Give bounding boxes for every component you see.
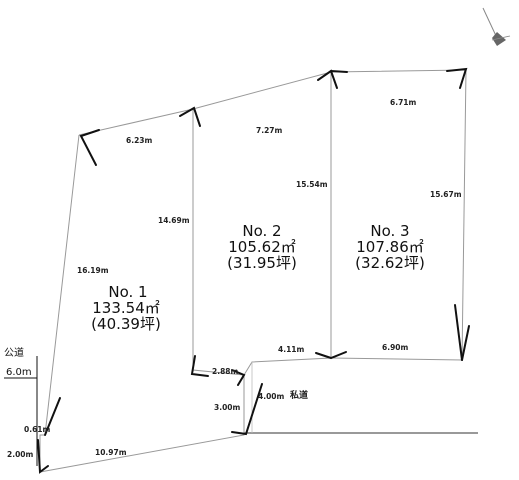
lot3-area-tsubo: (32.62坪) xyxy=(355,254,425,272)
dim-lot3-top: 6.71m xyxy=(390,98,417,107)
dim-lot3-bottom: 6.90m xyxy=(382,343,409,352)
compass-icon xyxy=(482,7,511,46)
lot3-label: No. 3 107.86㎡ (32.62坪) xyxy=(355,222,425,272)
dim-lot1-bottom: 10.97m xyxy=(95,448,127,457)
dim-lot1-bottom-left: 2.00m xyxy=(7,450,34,459)
lot1-name: No. 1 xyxy=(108,283,147,301)
lot1-label: No. 1 133.54㎡ (40.39坪) xyxy=(91,283,161,333)
lot3-area-m2: 107.86㎡ xyxy=(356,238,424,256)
dim-private-road-width: 4.00m xyxy=(258,392,285,401)
dim-lot2-step: 2.88m xyxy=(212,367,239,376)
public-road: 公道 6.0m xyxy=(4,346,38,466)
dimension-labels: 6.23m 16.19m 10.97m 0.61m 2.00m 7.27m 14… xyxy=(7,98,462,459)
lot1-area-tsubo: (40.39坪) xyxy=(91,315,161,333)
public-road-width: 6.0m xyxy=(6,367,32,378)
lot2-area-tsubo: (31.95坪) xyxy=(227,254,297,272)
lot1-boundary xyxy=(39,108,245,473)
lot3-boundary xyxy=(330,69,467,361)
dim-lot1-left: 16.19m xyxy=(77,266,109,275)
lot2-name: No. 2 xyxy=(242,222,281,240)
private-road-label: 私道 xyxy=(289,389,308,401)
lot3-name: No. 3 xyxy=(370,222,409,240)
dim-lot1-corner: 0.61m xyxy=(24,425,51,434)
dim-lot2-left: 14.69m xyxy=(158,216,190,225)
dim-lot3-left: 15.54m xyxy=(296,180,328,189)
dim-lot2-top: 7.27m xyxy=(256,126,283,135)
boundary-markers xyxy=(37,67,470,474)
lot2-area-m2: 105.62㎡ xyxy=(228,238,296,256)
public-road-label: 公道 xyxy=(4,346,24,359)
lot1-area-m2: 133.54㎡ xyxy=(92,299,160,317)
lot2-label: No. 2 105.62㎡ (31.95坪) xyxy=(227,222,297,272)
dim-lot1-top: 6.23m xyxy=(126,136,153,145)
dim-access-width: 3.00m xyxy=(214,403,241,412)
dim-lot3-right: 15.67m xyxy=(430,190,462,199)
dim-lot2-bottom: 4.11m xyxy=(278,345,305,354)
